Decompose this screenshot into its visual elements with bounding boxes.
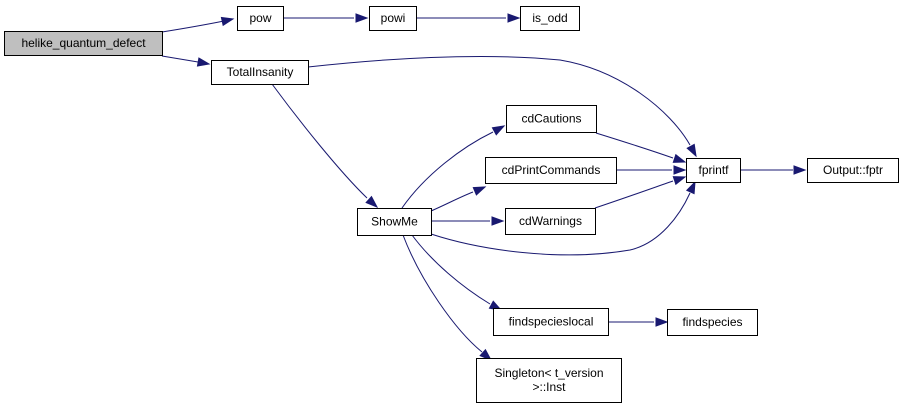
node-box <box>505 208 596 235</box>
edge-cdcautions-to-fprintf <box>595 132 674 159</box>
edge-arrowhead <box>479 348 493 361</box>
node-label: helike_quantum_defect <box>21 36 146 50</box>
node-showme[interactable]: ShowMe <box>357 208 432 236</box>
node-label: pow <box>249 11 271 25</box>
edge-arrowhead <box>355 13 369 23</box>
node-label: findspecieslocal <box>509 315 594 329</box>
node-is-odd[interactable]: is_odd <box>520 6 580 31</box>
node-label: fprintf <box>698 163 729 177</box>
edge-arrowhead <box>686 143 697 158</box>
node-label: Output::fptr <box>823 163 883 177</box>
node-box <box>485 157 617 184</box>
node-cdcautions[interactable]: cdCautions <box>506 105 597 133</box>
node-powi[interactable]: powi <box>369 6 417 31</box>
node-box <box>686 158 741 183</box>
edge-showme-to-fprintf <box>430 192 691 256</box>
edge-arrowhead <box>672 153 687 163</box>
node-findspecieslocal[interactable]: findspecieslocal <box>493 308 609 336</box>
node-label: Singleton< t_version <box>494 366 603 380</box>
edge-arrowhead <box>472 186 487 196</box>
node-box <box>237 6 284 31</box>
node-box <box>493 308 609 336</box>
edge-arrowhead <box>655 317 669 327</box>
node-label: is_odd <box>532 11 567 25</box>
edge-arrowhead <box>793 165 807 175</box>
node-box <box>667 309 758 336</box>
node-box <box>357 208 432 236</box>
node-box <box>476 358 622 403</box>
edge-showme-to-cdprintcommands <box>430 191 474 212</box>
edge-arrowhead <box>491 125 506 136</box>
node-label: findspecies <box>682 315 742 329</box>
node-cdprintcommands[interactable]: cdPrintCommands <box>485 157 617 184</box>
edge-arrowhead <box>365 195 379 208</box>
node-label: powi <box>381 11 406 25</box>
edge-arrowhead <box>507 13 521 23</box>
node-box <box>211 60 309 85</box>
node-label: >::Inst <box>532 380 566 394</box>
node-findspecies[interactable]: findspecies <box>667 309 758 336</box>
node-cdwarnings[interactable]: cdWarnings <box>505 208 596 235</box>
node-label: ShowMe <box>371 215 418 229</box>
edge-showme-to-findspecieslocal <box>411 234 491 305</box>
node-label: cdCautions <box>521 112 581 126</box>
node-output-fptr[interactable]: Output::fptr <box>807 158 899 183</box>
edge-arrowhead <box>685 180 696 195</box>
node-pow[interactable]: pow <box>237 6 284 31</box>
node-helike-quantum-defect[interactable]: helike_quantum_defect <box>4 31 163 56</box>
node-singleton-t-version-inst[interactable]: Singleton< t_version>::Inst <box>476 358 622 403</box>
edge-arrowhead <box>220 16 235 27</box>
edge-arrowhead <box>491 216 505 226</box>
edge-cdwarnings-to-fprintf <box>594 180 674 209</box>
node-label: cdPrintCommands <box>502 163 601 177</box>
node-label: cdWarnings <box>519 214 582 228</box>
edge-arrowhead <box>672 176 687 186</box>
node-box <box>4 31 163 56</box>
edge-helike-quantum-defect-to-totalinsanity <box>161 55 199 63</box>
edge-totalinsanity-to-showme <box>271 83 368 199</box>
edge-totalinsanity-to-fprintf <box>307 55 691 146</box>
node-box <box>506 105 597 133</box>
edge-arrowhead <box>196 57 211 67</box>
edge-showme-to-cdcautions <box>401 131 494 209</box>
edge-showme-to-singleton-t-version-inst <box>402 234 483 353</box>
node-box <box>369 6 417 31</box>
edge-helike-quantum-defect-to-pow <box>161 20 225 33</box>
node-fprintf[interactable]: fprintf <box>686 158 741 183</box>
node-totalinsanity[interactable]: TotalInsanity <box>211 60 309 85</box>
edge-arrowhead <box>673 165 687 175</box>
node-box <box>807 158 899 183</box>
node-label: TotalInsanity <box>227 65 294 79</box>
node-box <box>520 6 580 31</box>
